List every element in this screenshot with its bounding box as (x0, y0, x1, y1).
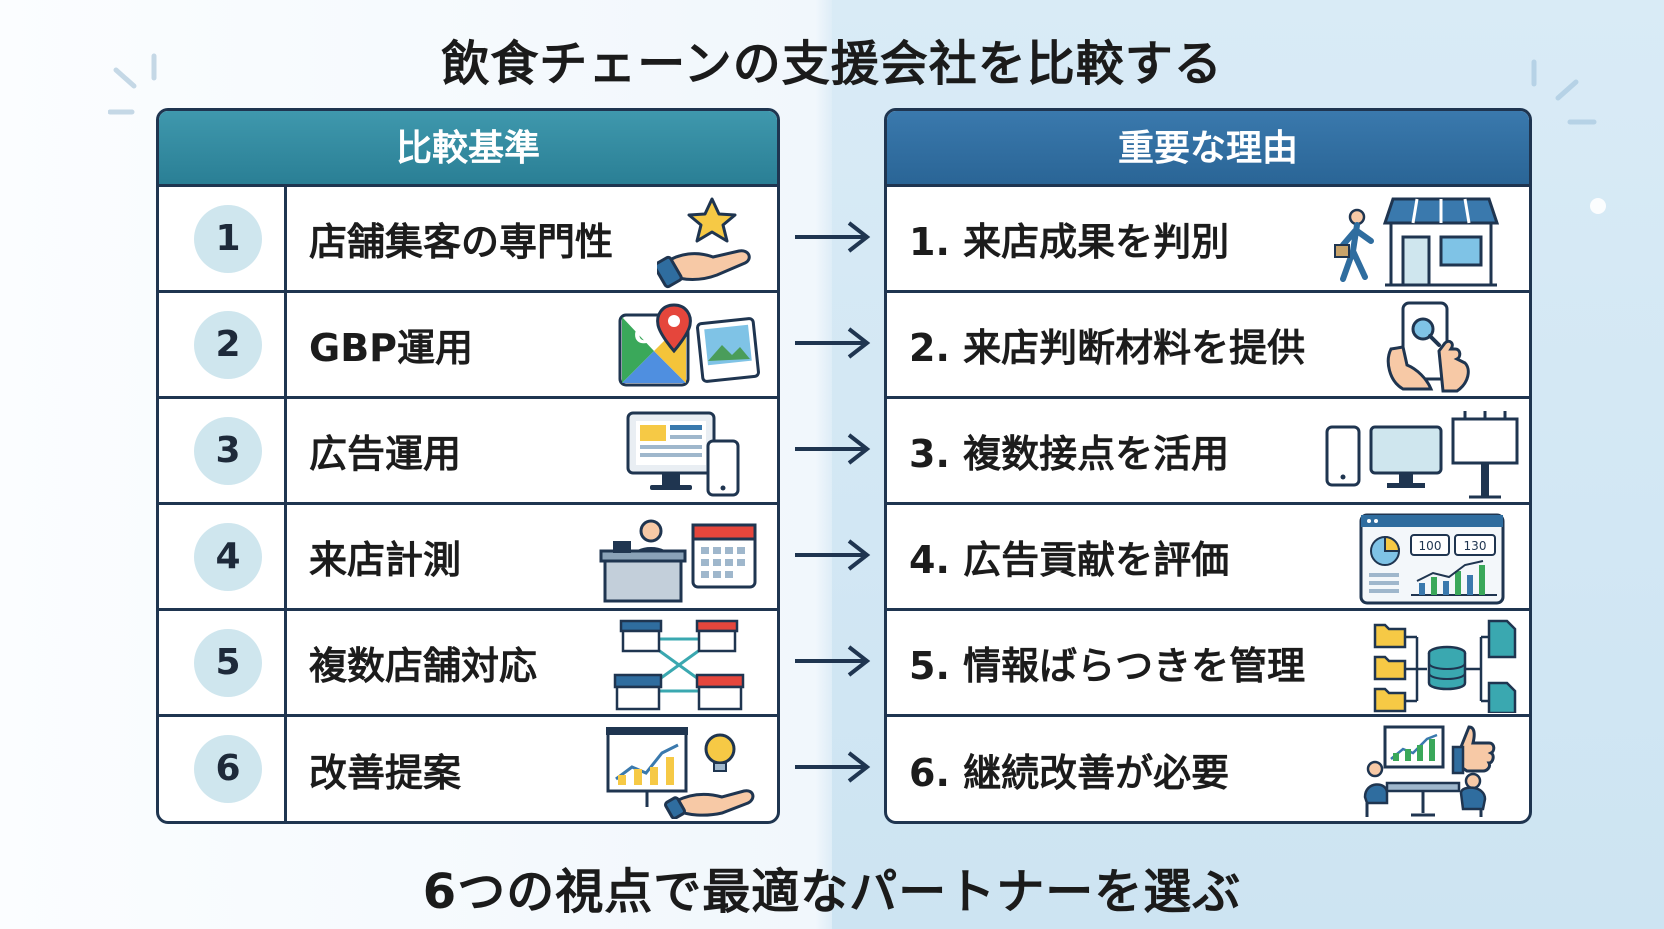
criteria-label: 店舗集客の専門性 (309, 220, 614, 264)
criteria-row: 5 複数店舗対応 (159, 611, 777, 717)
reason-label: 5. 情報ばらつきを管理 (909, 644, 1306, 688)
reason-label: 2. 来店判断材料を提供 (909, 326, 1306, 370)
sparkle-decoration-icon (1531, 59, 1597, 125)
number-badge: 1 (194, 205, 262, 273)
stores-network-icon (613, 619, 745, 711)
criteria-row: 3 広告運用 (159, 399, 777, 505)
criteria-label: GBP運用 (309, 326, 474, 370)
criteria-label: 来店計測 (309, 538, 462, 582)
dashboard-value: 130 (1464, 539, 1487, 553)
reason-label: 4. 広告貢献を評価 (909, 538, 1230, 582)
criteria-row: 4 来店計測 (159, 505, 777, 611)
arrow-right-icon (795, 539, 871, 571)
hand-star-icon (657, 197, 751, 289)
arrow-right-icon (795, 221, 871, 253)
reception-calendar-icon (599, 519, 757, 603)
devices-billboard-icon (1325, 411, 1519, 499)
arrow-right-icon (795, 645, 871, 677)
map-pin-photo-icon: G (618, 303, 760, 387)
folders-database-icon (1373, 619, 1517, 713)
number-badge: 6 (194, 735, 262, 803)
reason-row: 4. 広告貢献を評価 100 130 (887, 505, 1529, 611)
dashboard-icon: 100 130 (1359, 513, 1505, 605)
phone-search-icon (1386, 301, 1470, 393)
number-badge: 2 (194, 311, 262, 379)
dashboard-value: 100 (1419, 539, 1442, 553)
page-title: 飲食チェーンの支援会社を比較する (441, 36, 1223, 92)
reasons-header: 重要な理由 (887, 111, 1529, 187)
reason-row: 2. 来店判断材料を提供 (887, 293, 1529, 399)
criteria-row: 2 GBP運用 G (159, 293, 777, 399)
arrow-right-icon (795, 327, 871, 359)
number-badge: 3 (194, 417, 262, 485)
criteria-header: 比較基準 (159, 111, 777, 187)
criteria-label: 広告運用 (309, 432, 462, 476)
meeting-thumbsup-icon (1363, 725, 1496, 817)
reason-row: 6. 継続改善が必要 (887, 717, 1529, 821)
reason-label: 1. 来店成果を判別 (909, 220, 1230, 264)
walker-store-icon (1334, 197, 1500, 287)
criteria-label: 複数店舗対応 (309, 644, 538, 688)
dot-decoration-icon (1590, 198, 1606, 214)
reason-row: 5. 情報ばらつきを管理 (887, 611, 1529, 717)
svg-text:G: G (634, 324, 652, 349)
criteria-row: 6 改善提案 (159, 717, 777, 821)
reason-row: 3. 複数接点を活用 (887, 399, 1529, 505)
number-badge: 4 (194, 523, 262, 591)
arrow-right-icon (795, 751, 871, 783)
reason-row: 1. 来店成果を判別 (887, 187, 1529, 293)
chart-lightbulb-icon (606, 727, 755, 819)
monitor-phone-icon (626, 411, 740, 497)
sparkle-decoration-icon (108, 53, 157, 115)
footer-tagline: 6つの視点で最適なパートナーを選ぶ (422, 864, 1242, 920)
number-badge: 5 (194, 629, 262, 697)
criteria-label: 改善提案 (309, 750, 462, 795)
reason-label: 6. 継続改善が必要 (909, 750, 1230, 795)
arrow-right-icon (795, 433, 871, 465)
criteria-row: 1 店舗集客の専門性 (159, 187, 777, 293)
reason-label: 3. 複数接点を活用 (909, 432, 1230, 476)
reasons-panel: 重要な理由 1. 来店成果を判別 2. 来店判断材料を提供 (884, 108, 1532, 824)
criteria-panel: 比較基準 1 店舗集客の専門性 2 GBP運用 G (156, 108, 780, 824)
